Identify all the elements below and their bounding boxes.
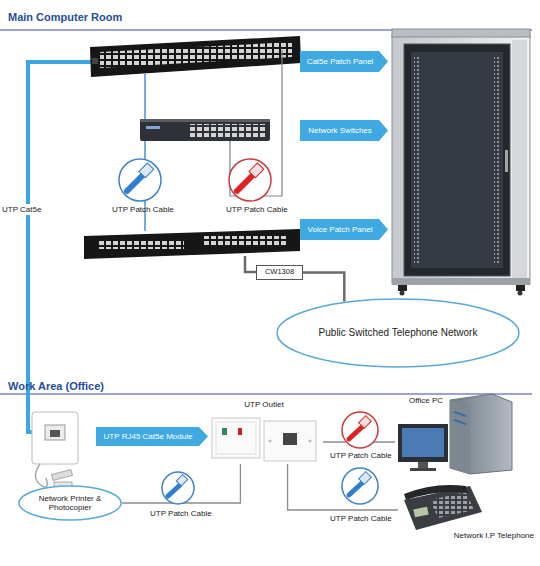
red-cable-icon	[342, 412, 378, 448]
node-text: Network I.P Telephone	[454, 531, 534, 540]
outlet-group: UTP Outlet	[205, 400, 323, 464]
callout-arrow: UTP RJ45 Cat5e Module	[96, 427, 208, 446]
printer-ellipse: Network Printer & Photocopier	[18, 485, 122, 521]
cable-tag: CW1308	[256, 265, 303, 280]
cable-label: UTP Patch Cable	[112, 205, 174, 214]
arrow-outline	[96, 427, 208, 446]
node-text: Network Printer & Photocopier	[28, 494, 112, 512]
arrow-outline	[300, 120, 388, 141]
cable-connector	[303, 273, 344, 302]
cable-label: UTP Patch Cable	[150, 509, 212, 518]
blue-cable-icon	[162, 472, 194, 504]
callout-arrow: Cat5e Patch Panel	[300, 51, 388, 72]
cable-connector	[288, 464, 398, 510]
blue-cable-icon	[119, 159, 161, 201]
node-text: Voice Patch Panel	[308, 225, 373, 234]
cable-connector	[122, 464, 240, 503]
phone-group: Network I.P Telephone	[398, 480, 538, 540]
node-text: Network Switches	[308, 126, 372, 135]
cable-label: UTP Patch Cable	[330, 514, 392, 523]
node-text: Cat5e Patch Panel	[307, 57, 374, 66]
ellipse-outline	[277, 299, 519, 367]
callout-arrow: Voice Patch Panel	[300, 219, 388, 240]
arrow-outline	[300, 51, 388, 72]
node-text: UTP Outlet	[244, 400, 283, 409]
blue-cable-icon	[342, 468, 378, 504]
section-heading: Work Area (Office)	[8, 380, 104, 393]
cable-label: UTP Cat5e	[2, 204, 41, 215]
network-ellipse: Public Switched Telephone Network	[276, 298, 520, 368]
pc-group: Office PC	[395, 396, 517, 474]
section-heading: Main Computer Room	[8, 11, 122, 24]
cable-label: UTP Patch Cable	[330, 451, 392, 460]
node-text: Office PC	[409, 396, 443, 405]
arrow-outline	[300, 219, 388, 240]
red-cable-icon	[229, 159, 271, 201]
node-text: CW1308	[265, 268, 294, 277]
ellipse-outline	[19, 486, 121, 520]
node-text: UTP RJ45 Cat5e Module	[104, 432, 193, 441]
callout-arrow: Network Switches	[300, 120, 388, 141]
node-text: Public Switched Telephone Network	[319, 327, 478, 339]
cable-label: UTP Patch Cable	[226, 205, 288, 214]
